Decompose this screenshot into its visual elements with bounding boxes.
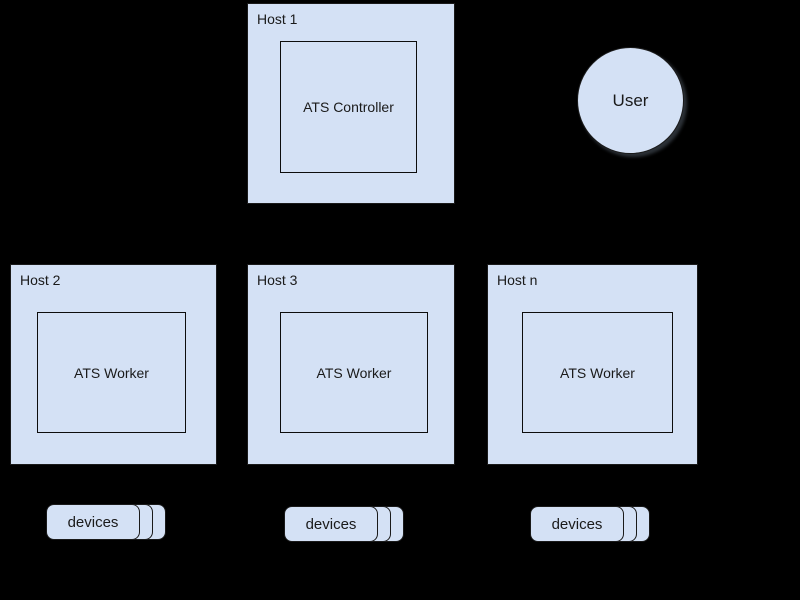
devices-label-host-2: devices: [67, 513, 119, 531]
devices-stack-host-n[interactable]: devices: [530, 506, 652, 544]
component-label-ats-controller: ATS Controller: [303, 99, 394, 115]
devices-stack-host-2[interactable]: devices: [46, 504, 168, 542]
devices-label-host-3: devices: [305, 515, 357, 533]
host-label-host-2: Host 2: [20, 272, 61, 288]
host-label-host-1: Host 1: [257, 11, 298, 27]
host-label-host-n: Host n: [497, 272, 538, 288]
component-box-ats-worker-host-2[interactable]: ATS Worker: [37, 312, 186, 433]
host-box-host-2[interactable]: Host 2 ATS Worker: [10, 264, 217, 465]
component-label-ats-worker-host-n: ATS Worker: [560, 364, 635, 381]
component-box-ats-controller[interactable]: ATS Controller: [280, 41, 417, 173]
host-box-host-1[interactable]: Host 1 ATS Controller: [247, 3, 455, 204]
component-box-ats-worker-host-3[interactable]: ATS Worker: [280, 312, 428, 433]
component-label-ats-worker-host-3: ATS Worker: [316, 364, 392, 381]
devices-stack-layer-front[interactable]: devices: [530, 506, 624, 542]
devices-stack-layer-front[interactable]: devices: [46, 504, 140, 540]
component-box-ats-worker-host-n[interactable]: ATS Worker: [522, 312, 673, 433]
devices-stack-host-3[interactable]: devices: [284, 506, 406, 544]
devices-stack-layer-front[interactable]: devices: [284, 506, 378, 542]
devices-label-host-n: devices: [551, 515, 603, 533]
component-label-ats-worker-host-2: ATS Worker: [74, 364, 149, 381]
host-box-host-3[interactable]: Host 3 ATS Worker: [247, 264, 455, 465]
host-label-host-3: Host 3: [257, 272, 298, 288]
user-actor-label: User: [612, 90, 649, 110]
host-box-host-n[interactable]: Host n ATS Worker: [487, 264, 698, 465]
user-actor-circle[interactable]: User: [577, 47, 684, 154]
